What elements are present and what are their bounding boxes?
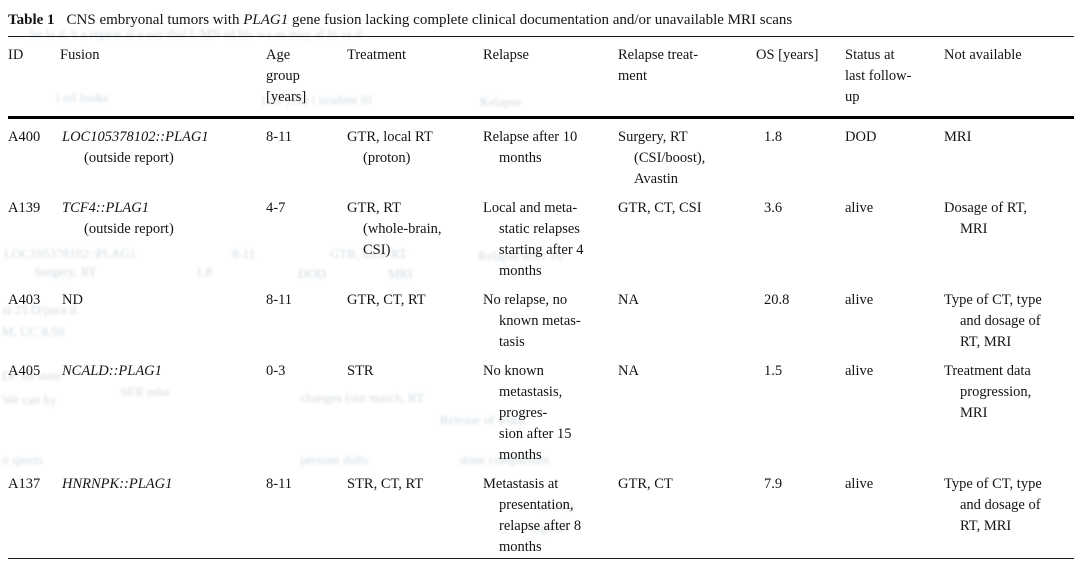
fusion-gene: LOC105378102::PLAG1 [62, 129, 209, 145]
cell-fusion: LOC105378102::PLAG1(outside report) [60, 118, 262, 191]
table-number-label: Table 1 [8, 12, 55, 28]
cell-fusion: NCALD::PLAG1 [60, 353, 262, 466]
cell-age-group: 0-3 [266, 363, 286, 379]
header-treatment: Treatment [342, 37, 478, 119]
cell-relapse: Metastasis at presentation, relapse afte… [483, 476, 582, 555]
cell-treatment: GTR, CT, RT [347, 292, 426, 308]
table-caption: Table 1 CNS embryonal tumors with PLAG1 g… [8, 8, 1074, 37]
table-header-row: ID Fusion Age group [years] Treatment Re… [8, 37, 1074, 119]
cell-relapse: No known metastasis, progres- sion after… [483, 363, 572, 463]
table-row: A405 NCALD::PLAG1 0-3 STR No known metas… [8, 353, 1074, 466]
fusion-note: (outside report) [84, 221, 174, 237]
cell-relapse-treatment: NA [618, 292, 639, 308]
cell-fusion: HNRNPK::PLAG1 [60, 466, 262, 559]
cell-relapse: No relapse, no known metas- tasis [483, 292, 581, 350]
cell-relapse: Local and meta- static relapses starting… [483, 200, 584, 279]
header-age-group: Age group [years] [262, 37, 342, 119]
cell-status: alive [845, 476, 874, 492]
header-os-years: OS [years] [744, 37, 836, 119]
fusion-note: (outside report) [84, 150, 174, 166]
cell-relapse-treatment: Surgery, RT (CSI/boost), Avastin [618, 129, 706, 187]
cell-status: alive [845, 363, 874, 379]
fusion-gene: ND [62, 292, 83, 308]
caption-text-post: gene fusion lacking complete clinical do… [288, 12, 793, 28]
cell-id: A137 [8, 476, 41, 492]
cell-treatment: STR, CT, RT [347, 476, 424, 492]
cell-id: A400 [8, 129, 41, 145]
fusion-gene: TCF4::PLAG1 [62, 200, 149, 216]
cell-id: A139 [8, 200, 41, 216]
table-row: A400 LOC105378102::PLAG1(outside report)… [8, 118, 1074, 191]
gene-name-plag1: PLAG1 [243, 12, 289, 28]
header-id: ID [8, 37, 60, 119]
cell-age-group: 4-7 [266, 200, 286, 216]
cell-relapse-treatment: NA [618, 363, 639, 379]
header-status: Status at last follow- up [836, 37, 934, 119]
cell-relapse: Relapse after 10 months [483, 129, 578, 166]
cell-fusion: TCF4::PLAG1(outside report) [60, 190, 262, 282]
cell-treatment: GTR, RT (whole-brain, CSI) [347, 200, 442, 258]
cell-not-available: Type of CT, type and dosage of RT, MRI [944, 476, 1042, 534]
header-relapse-treatment: Relapse treat- ment [614, 37, 744, 119]
cell-id: A403 [8, 292, 41, 308]
cell-id: A405 [8, 363, 41, 379]
cell-not-available: Dosage of RT, MRI [944, 200, 1028, 237]
cell-not-available: Treatment data progression, MRI [944, 363, 1032, 421]
cell-os-years: 1.5 [764, 363, 783, 379]
cell-relapse-treatment: GTR, CT, CSI [618, 200, 702, 216]
cell-not-available: MRI [944, 129, 972, 145]
fusion-gene: HNRNPK::PLAG1 [62, 476, 173, 492]
cell-age-group: 8-11 [266, 292, 293, 308]
cell-os-years: 7.9 [764, 476, 783, 492]
caption-text-pre: CNS embryonal tumors with [66, 12, 244, 28]
header-relapse: Relapse [478, 37, 614, 119]
cell-treatment: GTR, local RT (proton) [347, 129, 433, 166]
cell-fusion: ND [60, 282, 262, 353]
cell-age-group: 8-11 [266, 476, 293, 492]
cell-status: DOD [845, 129, 877, 145]
cell-treatment: STR [347, 363, 374, 379]
header-fusion: Fusion [60, 37, 262, 119]
header-not-available: Not available [934, 37, 1074, 119]
cell-os-years: 20.8 [764, 292, 790, 308]
cell-status: alive [845, 292, 874, 308]
fusion-gene: NCALD::PLAG1 [62, 363, 162, 379]
table-row: A137 HNRNPK::PLAG1 8-11 STR, CT, RT Meta… [8, 466, 1074, 559]
cell-relapse-treatment: GTR, CT [618, 476, 673, 492]
cell-os-years: 1.8 [764, 129, 783, 145]
cell-status: alive [845, 200, 874, 216]
clinical-data-table: ID Fusion Age group [years] Treatment Re… [8, 37, 1074, 559]
cell-age-group: 8-11 [266, 129, 293, 145]
table-row: A139 TCF4::PLAG1(outside report) 4-7 GTR… [8, 190, 1074, 282]
cell-os-years: 3.6 [764, 200, 783, 216]
table-row: A403 ND 8-11 GTR, CT, RT No relapse, no … [8, 282, 1074, 353]
cell-not-available: Type of CT, type and dosage of RT, MRI [944, 292, 1042, 350]
